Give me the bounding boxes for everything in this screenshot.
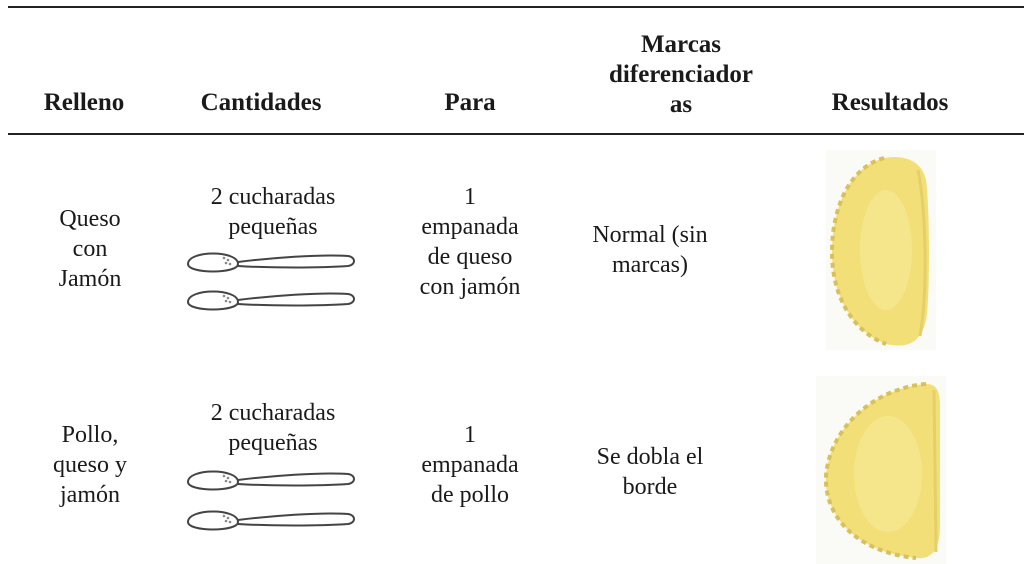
cantidades-label: 2 cucharadas pequeñas	[180, 398, 366, 458]
cantidades-line: pequeñas	[228, 430, 318, 456]
relleno-line: Jamón	[58, 266, 122, 292]
header-resultados: Resultados	[831, 89, 949, 116]
relleno-line: con	[72, 236, 108, 262]
para-line: de queso	[427, 244, 513, 270]
header-marcas: Marcas diferenciador as	[586, 30, 776, 120]
header-marcas-line: as	[669, 91, 693, 118]
row2-marcas: Se dobla el borde	[560, 442, 740, 502]
row1-marcas: Normal (sin marcas)	[560, 220, 740, 280]
marcas-line: Normal (sin	[592, 222, 708, 248]
empanada-photo	[816, 376, 946, 564]
teaspoon-icon	[186, 470, 355, 531]
row1-cantidades: 2 cucharadas pequeñas	[180, 182, 366, 242]
marcas-line: Se dobla el	[596, 444, 704, 470]
para-line: empanada	[421, 214, 519, 240]
row1-para: 1 empanada de queso con jamón	[400, 182, 540, 302]
relleno-line: queso y	[53, 452, 127, 478]
relleno-line: Pollo,	[61, 422, 119, 448]
row2-cantidades: 2 cucharadas pequeñas	[180, 398, 366, 458]
para-line: empanada	[421, 452, 519, 478]
header-cantidades: Cantidades	[200, 89, 322, 116]
marcas-line: marcas)	[612, 252, 688, 278]
row2-para: 1 empanada de pollo	[400, 420, 540, 510]
empanada-photo	[826, 150, 936, 350]
para-line: 1	[464, 422, 476, 448]
para-line: de pollo	[431, 482, 509, 508]
table-top-rule	[8, 6, 1024, 8]
header-marcas-line: diferenciador	[609, 61, 753, 88]
row2-relleno: Pollo, queso y jamón	[20, 420, 160, 510]
para-line: con jamón	[419, 274, 521, 300]
relleno-line: jamón	[60, 482, 120, 508]
header-marcas-line: Marcas	[640, 31, 722, 58]
teaspoon-icon	[186, 252, 355, 311]
relleno-line: Queso	[59, 206, 121, 232]
row1-relleno: Queso con Jamón	[20, 204, 160, 294]
header-relleno: Relleno	[43, 89, 125, 116]
marcas-line: borde	[622, 474, 678, 500]
cantidades-line: pequeñas	[228, 214, 318, 240]
cantidades-line: 2 cucharadas	[210, 184, 336, 210]
header-para: Para	[444, 89, 496, 116]
cantidades-label: 2 cucharadas pequeñas	[180, 182, 366, 242]
para-line: 1	[464, 184, 476, 210]
cantidades-line: 2 cucharadas	[210, 400, 336, 426]
header-rule	[8, 133, 1024, 135]
